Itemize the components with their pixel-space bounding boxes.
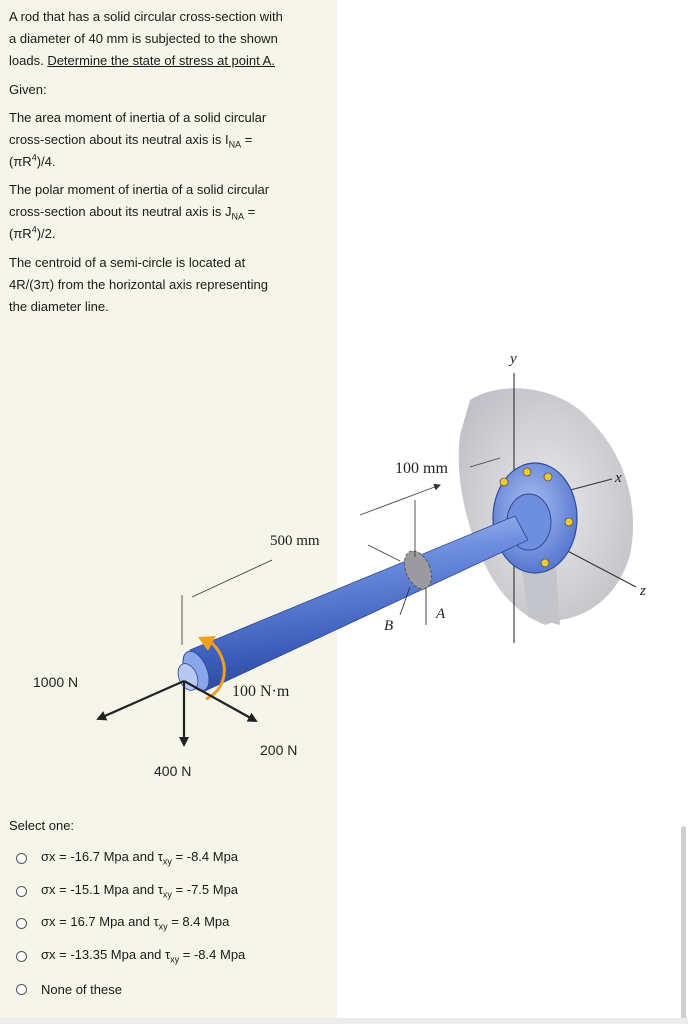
radio-button[interactable] — [16, 885, 27, 897]
answer-option-2-text: σx = -15.1 Mpa and τxy = -7.5 Mpa — [41, 882, 238, 900]
bolt — [564, 517, 574, 527]
dim-500-label: 500 mm — [270, 533, 320, 549]
opt-3-b: = 8.4 Mpa — [167, 914, 230, 930]
opt-4-a: σx = -13.35 Mpa and τ — [41, 947, 171, 963]
y-axis-label: y — [508, 351, 517, 367]
force-1000-label: 1000 N — [33, 674, 78, 690]
point-B-leader — [399, 586, 411, 616]
bolt — [522, 467, 532, 477]
opt-1-a: σx = -16.7 Mpa and τ — [41, 849, 163, 865]
torque-label: 100 N·m — [232, 683, 290, 700]
dim-500-ext2 — [367, 544, 401, 562]
select-one-label: Select one: — [9, 818, 75, 833]
answer-option-5-text: None of these — [41, 981, 122, 997]
bolt — [540, 558, 550, 568]
dim-100-line — [359, 483, 441, 516]
polar-equals: = — [244, 204, 256, 219]
rod — [189, 515, 529, 692]
radio-button[interactable] — [16, 950, 27, 962]
polar-line-2: cross-section about its neutral axis is … — [9, 204, 256, 222]
answer-option-1[interactable]: σx = -16.7 Mpa and τxy = -8.4 Mpa — [16, 848, 238, 868]
moi-exponent: 4 — [31, 152, 37, 163]
centroid-line-3: the diameter line. — [9, 299, 109, 314]
bottom-bar — [0, 1018, 688, 1024]
question-line-3: loads. Determine the state of stress at … — [9, 53, 275, 69]
force-1000-arrow — [96, 679, 185, 721]
opt-4-b: = -8.4 Mpa — [179, 947, 246, 963]
force-400-label: 400 N — [154, 763, 191, 779]
answer-option-3-text: σx = 16.7 Mpa and τxy = 8.4 Mpa — [41, 914, 229, 932]
polar-formula-b: )/2. — [36, 226, 56, 241]
opt-1-sub: xy — [162, 856, 172, 867]
opt-2-b: = -7.5 Mpa — [171, 882, 239, 898]
answer-option-1-text: σx = -16.7 Mpa and τxy = -8.4 Mpa — [41, 849, 238, 867]
polar-subscript: NA — [231, 211, 245, 222]
radio-button[interactable] — [16, 852, 27, 864]
scrollbar[interactable] — [681, 826, 686, 1024]
opt-4-sub: xy — [170, 954, 180, 965]
x-axis-label: x — [614, 470, 622, 486]
given-label: Given: — [9, 82, 47, 97]
answer-option-3[interactable]: σx = 16.7 Mpa and τxy = 8.4 Mpa — [16, 913, 229, 933]
figure-left-panel — [0, 325, 337, 797]
bolt — [499, 477, 509, 487]
dim-100-label: 100 mm — [395, 460, 448, 477]
question-panel: A rod that has a solid circular cross-se… — [0, 0, 337, 325]
rod-diagram: y x z 100 mm 500 mm B A — [33, 351, 646, 779]
moi-formula-b: )/4. — [36, 154, 56, 169]
force-200-label: 200 N — [260, 742, 297, 758]
moi-text: cross-section about its neutral axis is … — [9, 132, 229, 147]
moi-subscript: NA — [228, 139, 242, 150]
answer-option-5[interactable]: None of these — [16, 979, 122, 999]
moi-line-3: (πR4)/4. — [9, 152, 56, 170]
question-line-2: a diameter of 40 mm is subjected to the … — [9, 31, 278, 46]
z-axis — [559, 546, 637, 588]
opt-3-sub: xy — [158, 921, 168, 932]
opt-2-a: σx = -15.1 Mpa and τ — [41, 882, 163, 898]
problem-figure: y x z 100 mm 500 mm B A — [0, 325, 688, 797]
radio-button[interactable] — [16, 917, 27, 929]
opt-1-b: = -8.4 Mpa — [171, 849, 239, 865]
torque-arrow-head — [198, 636, 216, 651]
moi-line-2: cross-section about its neutral axis is … — [9, 132, 253, 150]
moi-equals: = — [241, 132, 253, 147]
point-A-label: A — [435, 606, 446, 622]
centroid-line-1: The centroid of a semi-circle is located… — [9, 255, 246, 270]
task-statement: Determine the state of stress at point A… — [47, 53, 275, 68]
force-200-arrow — [183, 680, 258, 722]
moi-formula-a: (πR — [9, 154, 32, 169]
dim-500-line — [191, 559, 273, 598]
answer-option-2[interactable]: σx = -15.1 Mpa and τxy = -7.5 Mpa — [16, 881, 238, 901]
polar-text: cross-section about its neutral axis is … — [9, 204, 232, 219]
polar-formula-a: (πR — [9, 226, 32, 241]
opt-2-sub: xy — [162, 889, 172, 900]
answer-option-4-text: σx = -13.35 Mpa and τxy = -8.4 Mpa — [41, 947, 245, 965]
z-axis-label: z — [639, 583, 646, 599]
polar-line-3: (πR4)/2. — [9, 224, 56, 242]
moi-line-1: The area moment of inertia of a solid ci… — [9, 110, 267, 125]
dim-100-line2 — [469, 457, 501, 468]
opt-3-a: σx = 16.7 Mpa and τ — [41, 914, 159, 930]
polar-exponent: 4 — [31, 224, 37, 235]
point-B-label: B — [384, 618, 393, 634]
polar-line-1: The polar moment of inertia of a solid c… — [9, 182, 270, 197]
bolt — [543, 472, 553, 482]
centroid-line-2: 4R/(3π) from the horizontal axis represe… — [9, 277, 268, 292]
radio-button[interactable] — [16, 983, 27, 995]
question-line-1: A rod that has a solid circular cross-se… — [9, 9, 283, 24]
question-line-3-prefix: loads. — [9, 53, 48, 68]
answer-option-4[interactable]: σx = -13.35 Mpa and τxy = -8.4 Mpa — [16, 946, 245, 966]
answer-panel: Select one: σx = -16.7 Mpa and τxy = -8.… — [0, 797, 337, 1024]
